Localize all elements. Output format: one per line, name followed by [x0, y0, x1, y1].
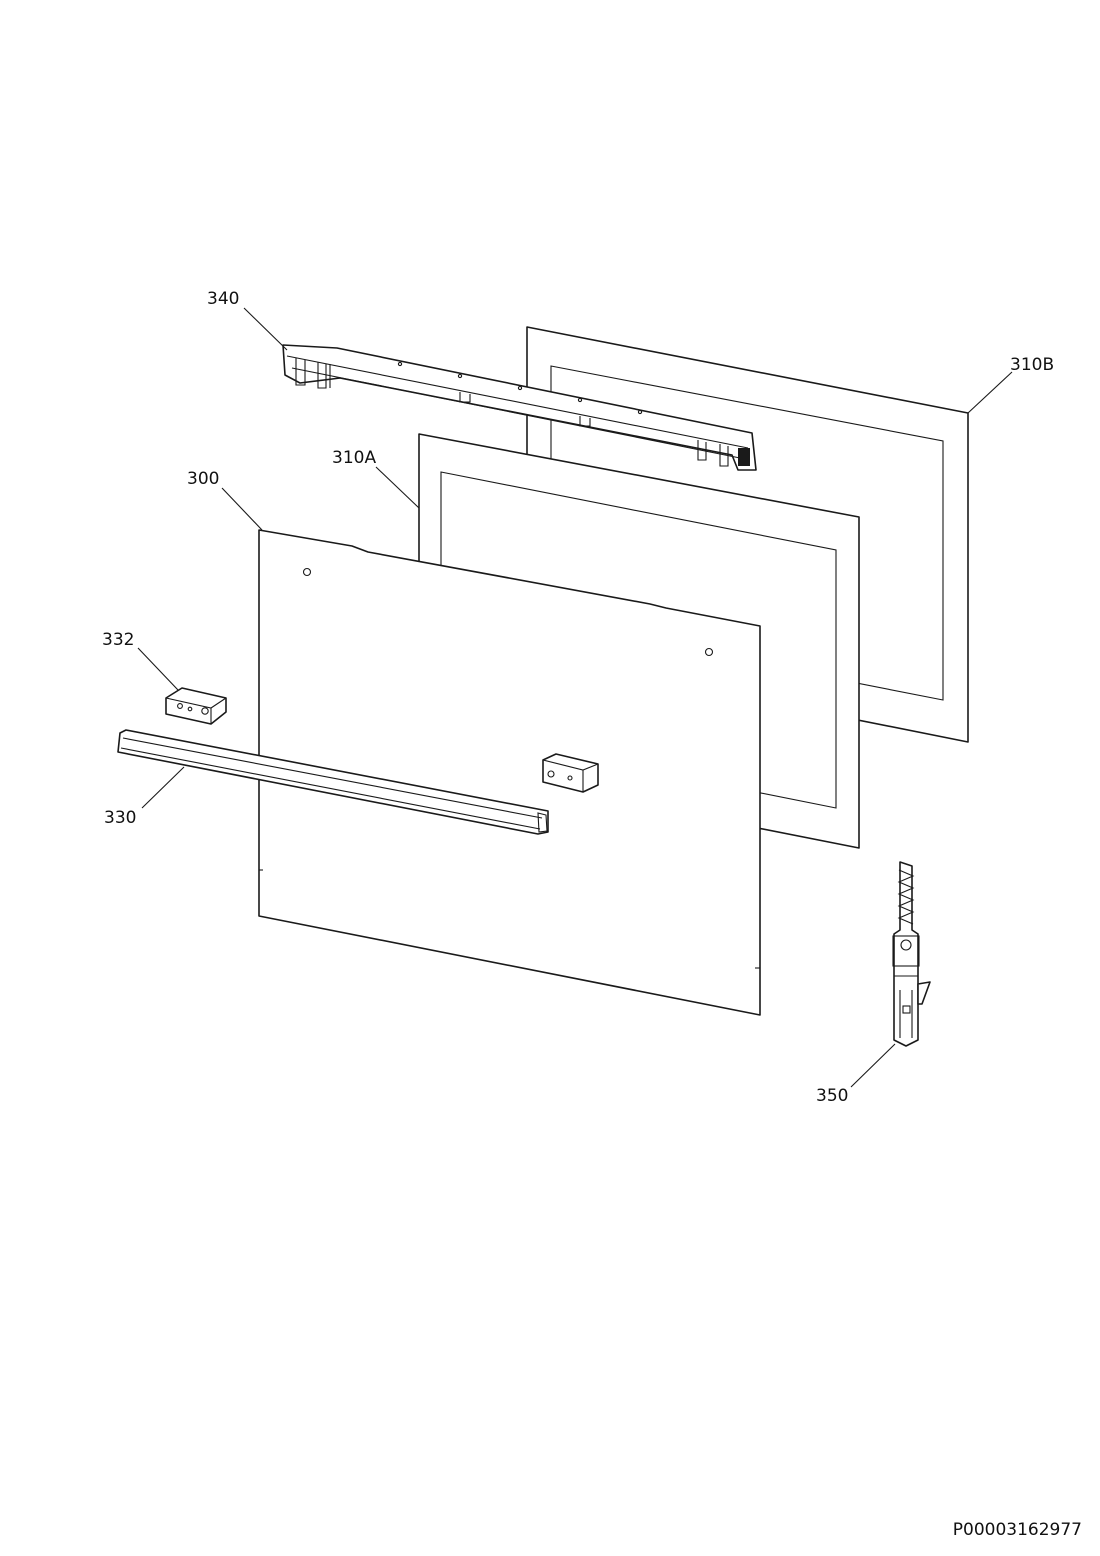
callout-labels: 340 310B 310A 300 332 330 350	[102, 289, 1054, 1106]
callout-350: 350	[816, 1086, 848, 1106]
callout-310A: 310A	[332, 448, 376, 468]
leader-lines	[137, 307, 1013, 1088]
callout-300: 300	[187, 469, 219, 489]
callout-330: 330	[104, 808, 136, 828]
leader-332	[137, 647, 179, 691]
leader-310A	[375, 466, 420, 509]
part-340-top-trim-profile	[282, 344, 757, 471]
part-300-outer-door-glass	[258, 529, 761, 1016]
document-id: P00003162977	[952, 1520, 1082, 1540]
leader-330	[141, 766, 185, 809]
callout-340: 340	[207, 289, 239, 309]
part-350-door-hinge	[892, 861, 931, 1047]
part-330-door-handle	[117, 729, 549, 835]
part-332-bracket-right	[542, 753, 599, 793]
leader-340	[243, 307, 288, 351]
callout-310B: 310B	[1010, 355, 1054, 375]
part-332-bracket-left	[165, 687, 227, 725]
leader-310B	[967, 371, 1013, 414]
callout-332: 332	[102, 630, 134, 650]
leader-350	[850, 1043, 896, 1088]
leader-300	[221, 487, 263, 531]
